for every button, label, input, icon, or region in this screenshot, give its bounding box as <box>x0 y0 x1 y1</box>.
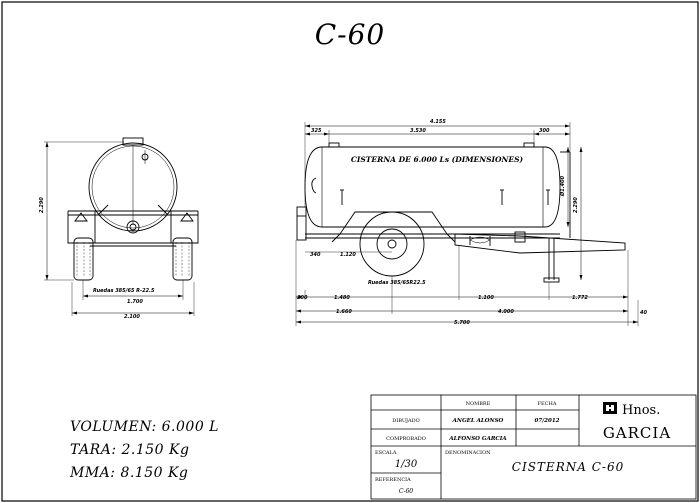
tb-referencia-value: C-60 <box>399 488 413 495</box>
hitch-short-dim: 1.100 <box>478 295 494 301</box>
front-width-dim: 2.100 <box>124 314 140 320</box>
tank-diam-dim: Ø1.400 <box>559 175 566 197</box>
tb-company-line1: Hnos. <box>622 403 660 418</box>
front-tyres-label: Ruedas 385/65 R-22.5 <box>93 288 155 294</box>
front-track-dim: 1.700 <box>127 299 143 305</box>
hitch-long-dim: 1.772 <box>572 295 588 301</box>
drawbar-offset-dim: 40 <box>640 310 647 316</box>
tb-comprobado-name: ALFONSO GARCIA <box>448 436 506 442</box>
tb-dibujado-date: 07/2012 <box>535 418 560 424</box>
drawing-title: C-60 <box>314 18 386 51</box>
tb-escala-label: ESCALA <box>375 450 397 456</box>
tb-company-line2: GARCIA <box>603 424 671 442</box>
axle-spacing-dim: 1.120 <box>340 252 356 258</box>
tb-denominacion-value: CISTERNA C-60 <box>512 460 624 474</box>
spec-volumen: VOLUMEN: 6.000 L <box>70 419 219 435</box>
side-tank-shell <box>304 146 561 228</box>
lower-left-dim: 1.660 <box>336 309 352 315</box>
seg-left-dim: 325 <box>311 128 322 134</box>
axle-left-dim: 340 <box>310 252 321 258</box>
front-view <box>44 137 199 316</box>
front-height-dim: 2.290 <box>39 197 45 213</box>
side-drawbar <box>454 233 626 254</box>
tb-denominacion-label: DENOMINACION <box>445 450 491 456</box>
seg-mid-dim: 3.530 <box>410 128 426 134</box>
front-bottom-valve <box>126 220 140 234</box>
title-block <box>370 394 697 500</box>
seg-right-dim: 300 <box>539 128 550 134</box>
tb-dibujado-name: ANGEL ALONSO <box>452 418 504 424</box>
company-logo-icon <box>603 402 617 414</box>
tb-col-fecha: FECHA <box>538 401 557 407</box>
tb-escala-value: 1/30 <box>395 459 418 470</box>
specs-block: VOLUMEN: 6.000 L TARA: 2.150 Kg MMA: 8.1… <box>70 416 219 485</box>
side-wheel <box>359 211 425 277</box>
ground-mid-dim: 1.480 <box>334 295 350 301</box>
lower-right-dim: 4.000 <box>498 309 514 315</box>
tb-row-comprobado: COMPROBADO <box>386 436 426 442</box>
front-wheel-left <box>73 237 94 281</box>
tank-label: CISTERNA DE 6.000 Ls (DIMENSIONES) <box>351 155 524 164</box>
side-view <box>295 122 639 326</box>
spec-mma: MMA: 8.150 Kg <box>70 465 189 481</box>
ground-left-dim: 200 <box>297 295 308 301</box>
front-tank-shell <box>88 142 178 232</box>
spec-tara: TARA: 2.150 Kg <box>70 442 190 458</box>
tb-row-dibujado: DIBUJADO <box>392 418 419 424</box>
overall-top-dim: 4.155 <box>430 119 446 125</box>
tb-col-nombre: NOMBRE <box>466 401 491 407</box>
overall-length-dim: 5.700 <box>454 320 470 326</box>
side-wheel-label: Ruedas 385/65R22.5 <box>368 280 426 286</box>
tb-referencia-label: REFERENCIA <box>375 477 411 483</box>
front-wheel-right <box>172 237 193 281</box>
side-height-dim: 2.290 <box>573 197 579 213</box>
